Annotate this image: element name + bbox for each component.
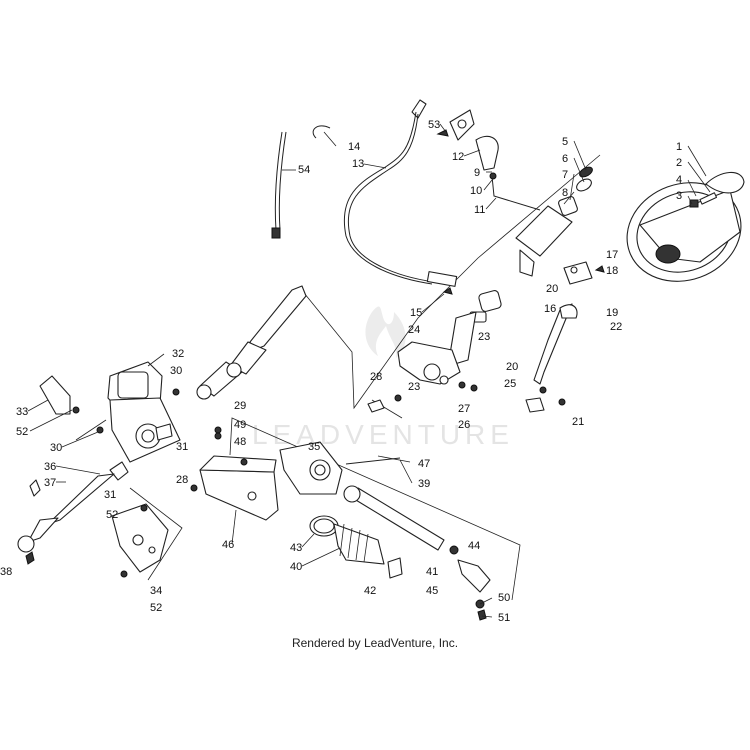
callout-31a[interactable]: 31 [176, 441, 188, 453]
callout-9[interactable]: 9 [474, 167, 480, 179]
callout-34[interactable]: 34 [150, 585, 162, 597]
callout-30a[interactable]: 30 [170, 365, 182, 377]
callout-48[interactable]: 48 [234, 436, 246, 448]
callout-39[interactable]: 39 [418, 478, 430, 490]
callout-41[interactable]: 41 [426, 566, 438, 578]
callout-36[interactable]: 36 [44, 461, 56, 473]
callout-5[interactable]: 5 [562, 136, 568, 148]
steering-wheel[interactable] [613, 167, 750, 297]
lower-bracket[interactable] [111, 503, 169, 578]
callout-23b[interactable]: 23 [408, 381, 420, 393]
callout-40[interactable]: 40 [290, 561, 302, 573]
credit-text: Rendered by LeadVenture, Inc. [291, 636, 459, 650]
cable-clip-and-tie[interactable] [271, 125, 331, 239]
callout-46[interactable]: 46 [222, 539, 234, 551]
callout-45[interactable]: 45 [426, 585, 438, 597]
callout-14[interactable]: 14 [348, 141, 360, 153]
callout-20b[interactable]: 20 [506, 361, 518, 373]
callout-12[interactable]: 12 [452, 151, 464, 163]
callout-8[interactable]: 8 [562, 187, 568, 199]
callout-22[interactable]: 22 [610, 321, 622, 333]
callout-2[interactable]: 2 [676, 157, 682, 169]
callout-31b[interactable]: 31 [104, 489, 116, 501]
callout-19[interactable]: 19 [606, 307, 618, 319]
callout-50[interactable]: 50 [498, 592, 510, 604]
callout-16[interactable]: 16 [544, 303, 556, 315]
callout-32[interactable]: 32 [172, 348, 184, 360]
callout-51[interactable]: 51 [498, 612, 510, 624]
callouts: 1 2 3 4 5 6 7 8 9 10 11 12 13 14 15 16 1… [0, 119, 682, 624]
callout-7[interactable]: 7 [562, 169, 568, 181]
callout-26[interactable]: 26 [458, 419, 470, 431]
callout-25[interactable]: 25 [504, 378, 516, 390]
steering-column-upper[interactable] [491, 165, 605, 285]
callout-18[interactable]: 18 [606, 265, 618, 277]
callout-1[interactable]: 1 [676, 141, 682, 153]
callout-52c[interactable]: 52 [150, 602, 162, 614]
callout-28a[interactable]: 28 [370, 371, 382, 383]
callout-28b[interactable]: 28 [176, 474, 188, 486]
tilt-column-assembly[interactable] [367, 287, 578, 413]
callout-3[interactable]: 3 [676, 190, 682, 202]
callout-49[interactable]: 49 [234, 419, 246, 431]
callout-10[interactable]: 10 [470, 185, 482, 197]
callout-15[interactable]: 15 [410, 307, 422, 319]
watermark: LEADVENTURE [252, 306, 514, 450]
callout-27[interactable]: 27 [458, 403, 470, 415]
callout-53[interactable]: 53 [428, 119, 440, 131]
callout-30b[interactable]: 30 [50, 442, 62, 454]
lower-steering-shaft[interactable] [17, 461, 129, 565]
callout-38[interactable]: 38 [0, 566, 12, 578]
callout-11[interactable]: 11 [474, 204, 485, 216]
callout-47[interactable]: 47 [418, 458, 430, 470]
callout-35[interactable]: 35 [308, 441, 320, 453]
leader-lines [27, 123, 711, 618]
callout-54[interactable]: 54 [298, 164, 310, 176]
tie-rod-and-boot[interactable] [309, 485, 491, 621]
callout-23a[interactable]: 23 [478, 331, 490, 343]
callout-13[interactable]: 13 [352, 158, 364, 170]
callout-21[interactable]: 21 [572, 416, 584, 428]
watermark-text: LEADVENTURE [252, 419, 514, 450]
throttle-cable[interactable] [343, 99, 499, 287]
callout-24[interactable]: 24 [408, 324, 420, 336]
callout-43[interactable]: 43 [290, 542, 302, 554]
callout-6[interactable]: 6 [562, 153, 568, 165]
callout-37[interactable]: 37 [44, 477, 56, 489]
callout-20a[interactable]: 20 [546, 283, 558, 295]
callout-44[interactable]: 44 [468, 540, 480, 552]
callout-29[interactable]: 29 [234, 400, 246, 412]
callout-4[interactable]: 4 [676, 174, 682, 186]
callout-52b[interactable]: 52 [106, 509, 118, 521]
callout-17[interactable]: 17 [606, 249, 618, 261]
callout-52a[interactable]: 52 [16, 426, 28, 438]
callout-33[interactable]: 33 [16, 406, 28, 418]
callout-42[interactable]: 42 [364, 585, 376, 597]
intermediate-shaft[interactable] [196, 285, 307, 400]
power-steering-unit[interactable] [39, 361, 222, 463]
rack-and-pinion[interactable] [190, 426, 401, 521]
